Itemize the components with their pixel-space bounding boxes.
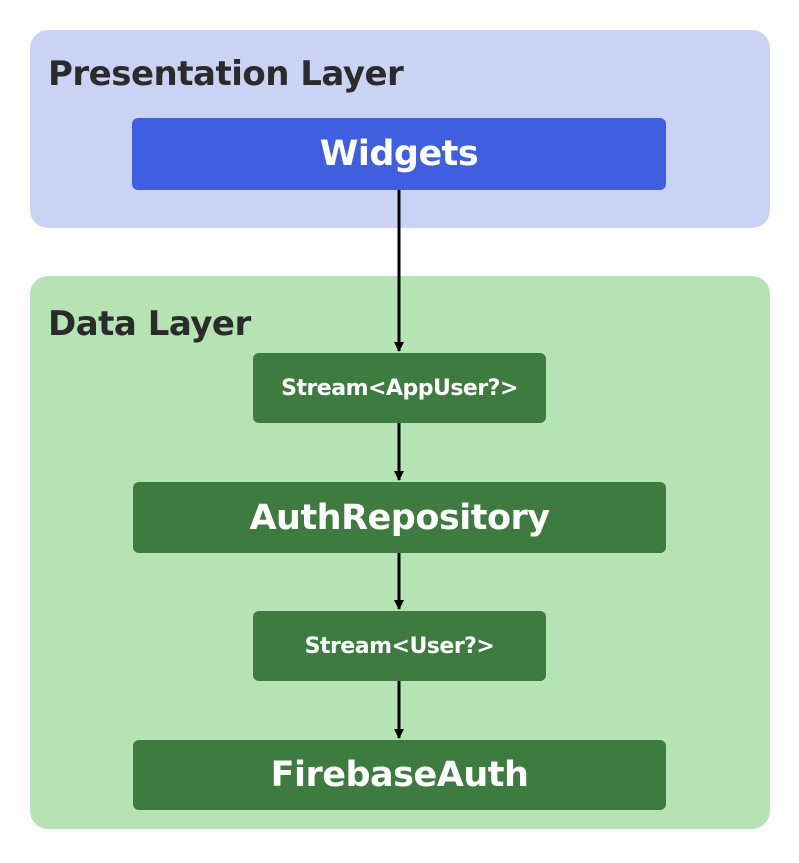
firebaseauth-node: FirebaseAuth — [133, 740, 666, 810]
data-layer-title: Data Layer — [48, 304, 251, 344]
widgets-node: Widgets — [132, 118, 666, 190]
authrepository-node: AuthRepository — [133, 482, 666, 553]
stream-user-node: Stream<User?> — [253, 611, 546, 681]
presentation-layer-title: Presentation Layer — [48, 54, 404, 94]
stream-appuser-node: Stream<AppUser?> — [253, 353, 546, 423]
